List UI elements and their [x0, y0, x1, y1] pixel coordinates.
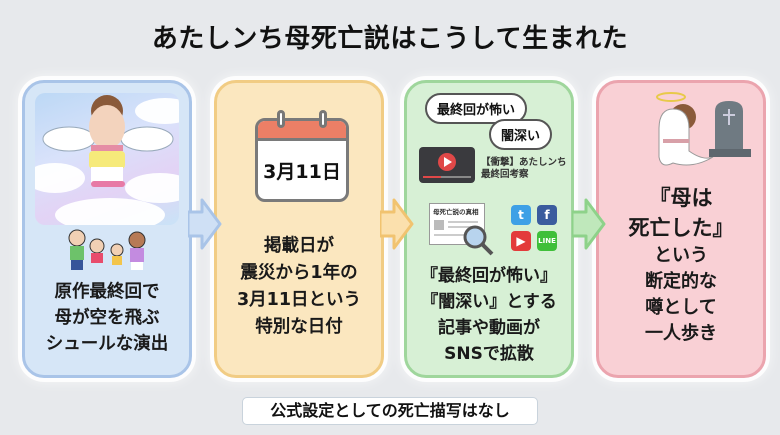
text-line: 一人歩き	[645, 323, 717, 344]
arrow-right-icon	[380, 198, 414, 250]
text-line: 特別な日付	[255, 317, 343, 337]
video-title: 【衝撃】あたしンち 最終回考察	[481, 157, 567, 181]
text-line: 3月11日という	[236, 290, 362, 310]
speech-bubble: 闇深い	[489, 119, 553, 150]
text-line: という	[654, 245, 708, 266]
article-headline: 母死亡説の真相	[433, 208, 479, 216]
text-line: 噂として	[645, 297, 717, 318]
diagram-title: あたしンち母死亡説はこうして生まれた	[151, 24, 629, 54]
text-line: 原作最終回で	[54, 282, 160, 302]
text-line: 母が空を飛ぶ	[54, 308, 160, 328]
step-panel-sns-spread: 最終回が怖い 闇深い 【衝撃】あたしンち 最終回考察 母死亡説の真相 t f ▶…	[404, 80, 574, 378]
text-line: 掲載日が	[264, 236, 334, 256]
calendar-icon: 3月11日	[255, 118, 349, 202]
step-3-description: 『最終回が怖い』 『闇深い』とする 記事や動画が SNSで拡散	[407, 263, 571, 367]
youtube-icon: ▶	[511, 231, 531, 251]
arrow-right-icon	[188, 198, 222, 250]
facebook-icon: f	[537, 205, 557, 225]
step-panel-publish-date: 3月11日 掲載日が 震災から1年の 3月11日という 特別な日付	[214, 80, 384, 378]
text-line: 断定的な	[645, 271, 717, 292]
step-panel-rumor: 『母は 死亡した』 という 断定的な 噂として 一人歩き	[596, 80, 766, 378]
text-line: 【衝撃】あたしンち	[481, 157, 567, 168]
family-figures-icon	[68, 229, 146, 270]
speech-bubble: 最終回が怖い	[425, 93, 528, 124]
text-line: SNSで拡散	[444, 344, 534, 364]
text-line: 震災から1年の	[240, 263, 358, 283]
text-line: 『最終回が怖い』	[421, 266, 557, 286]
twitter-icon: t	[511, 205, 531, 225]
magnifier-icon	[463, 225, 494, 256]
footer-note: 公式設定としての死亡描写はなし	[242, 397, 538, 425]
mother-flying-angel-icon	[35, 93, 179, 225]
step-4-description: 『母は 死亡した』 という 断定的な 噂として 一人歩き	[599, 183, 763, 347]
line-icon: LINE	[537, 231, 557, 251]
text-line: 『闇深い』とする	[421, 292, 557, 312]
text-line: シュールな演出	[45, 334, 169, 354]
text-line: 記事や動画が	[438, 318, 540, 338]
video-player-icon	[419, 147, 475, 183]
step-2-description: 掲載日が 震災から1年の 3月11日という 特別な日付	[217, 233, 381, 341]
text-line: 最終回考察	[481, 169, 529, 180]
step-1-description: 原作最終回で 母が空を飛ぶ シュールな演出	[25, 279, 189, 357]
step-panel-final-episode: 原作最終回で 母が空を飛ぶ シュールな演出	[22, 80, 192, 378]
text-line: 『母は	[649, 186, 713, 210]
ghost-and-tombstone-icon	[656, 92, 751, 166]
calendar-date: 3月11日	[263, 161, 341, 183]
arrow-right-icon	[572, 198, 606, 250]
text-line: 死亡した』	[628, 216, 734, 240]
